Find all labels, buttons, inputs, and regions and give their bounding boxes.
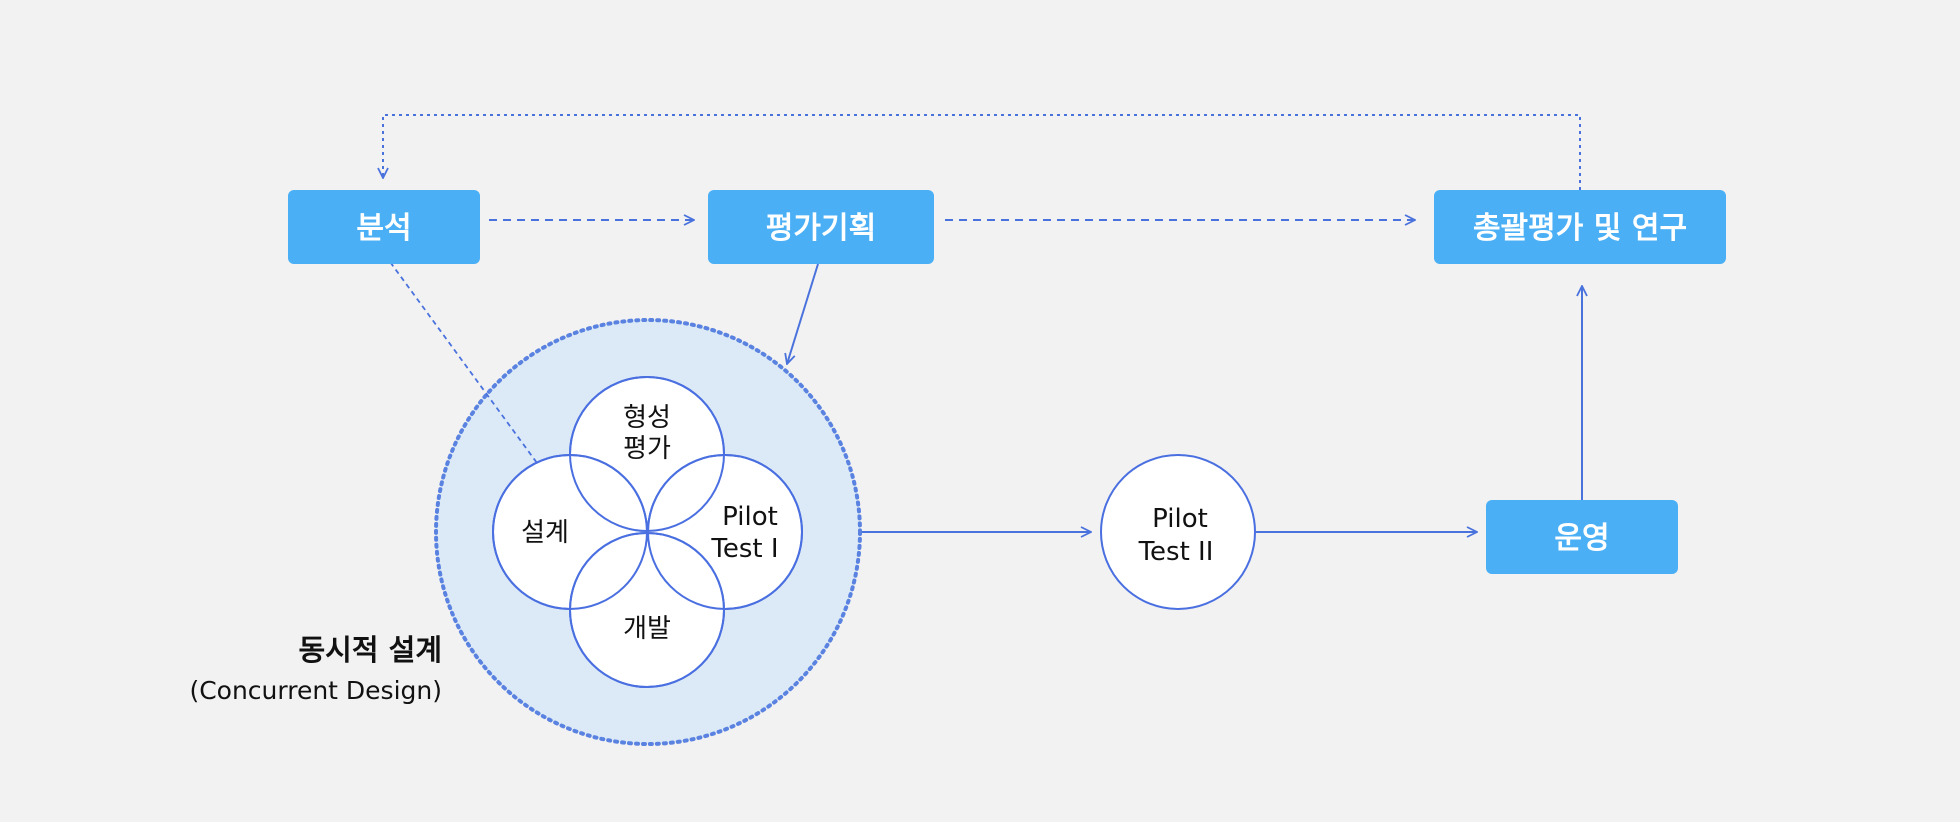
operation-box: 운영 xyxy=(1486,500,1678,574)
design-label: 설계 xyxy=(521,518,569,548)
analysis-label: 분석 xyxy=(356,211,411,246)
analysis-to-design-line xyxy=(384,254,538,464)
evalplan-to-design-arrow xyxy=(787,263,819,364)
pilot-test-2-label-line1: Pilot xyxy=(1152,504,1208,534)
formative-eval-label-line2: 평가 xyxy=(623,434,671,464)
pilot-test-1-label-line2: Test Ⅰ xyxy=(710,534,778,564)
operation-label: 운영 xyxy=(1554,521,1609,556)
analysis-box: 분석 xyxy=(288,190,480,264)
summative-label: 총괄평가 및 연구 xyxy=(1473,211,1687,246)
pilot-test-2-label-line2: Test II xyxy=(1138,537,1214,567)
eval-plan-label: 평가기획 xyxy=(766,211,876,246)
feedback-loop-line xyxy=(383,114,1581,190)
development-label: 개발 xyxy=(623,614,671,644)
concurrent-design-title: 동시적 설계 xyxy=(299,633,443,667)
concurrent-design-subtitle: (Concurrent Design) xyxy=(189,676,442,705)
formative-eval-label-line1: 형성 xyxy=(623,403,671,433)
pilot-test-2-circle xyxy=(1100,454,1256,610)
summative-box: 총괄평가 및 연구 xyxy=(1434,190,1726,264)
eval-plan-box: 평가기획 xyxy=(708,190,934,264)
pilot-test-1-label-line1: Pilot xyxy=(722,502,778,532)
